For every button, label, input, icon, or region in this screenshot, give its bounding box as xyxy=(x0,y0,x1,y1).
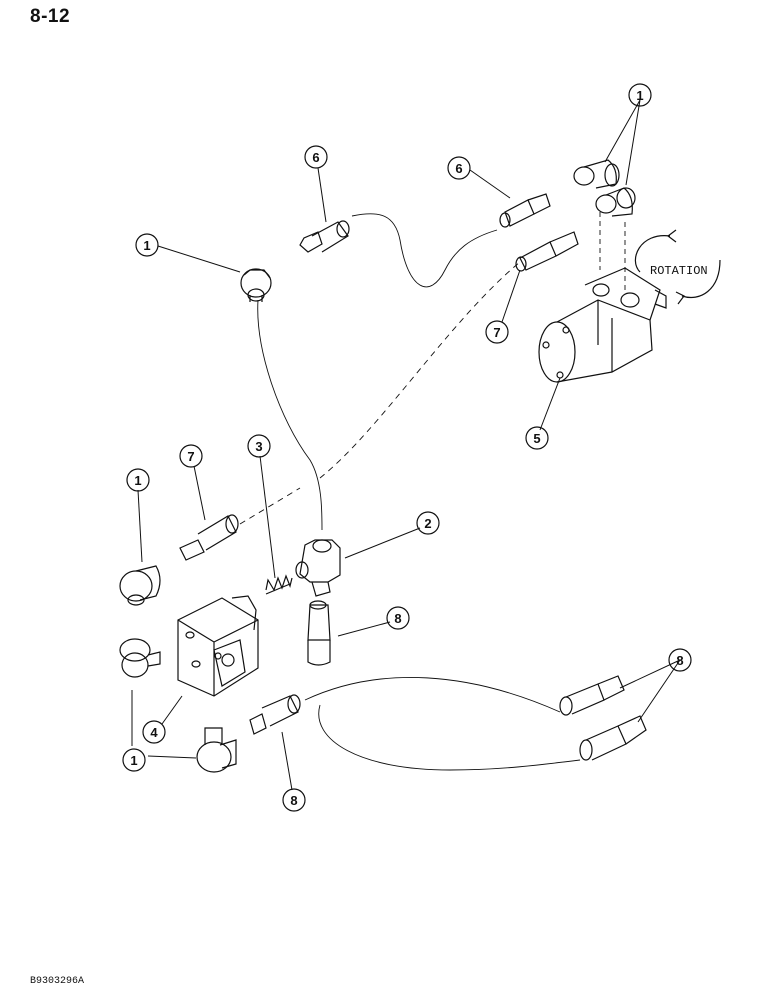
hose-lines xyxy=(239,212,626,771)
svg-text:1: 1 xyxy=(143,238,150,253)
callout-6-b: 6 xyxy=(447,156,471,180)
guide-line-7 xyxy=(239,261,521,525)
callout-1-a: 1 xyxy=(628,83,652,107)
svg-text:8: 8 xyxy=(394,611,401,626)
elbow-fitting-left-low xyxy=(119,638,161,678)
rotation-indicator: ROTATION xyxy=(634,229,721,305)
hose-upper xyxy=(351,213,498,288)
callout-1-d: 1 xyxy=(122,748,146,772)
svg-text:1: 1 xyxy=(134,473,141,488)
hose-fitting-8-center xyxy=(249,694,301,735)
rotation-label: ROTATION xyxy=(650,264,708,278)
svg-text:7: 7 xyxy=(187,449,194,464)
callout-5: 5 xyxy=(525,426,549,450)
svg-text:8: 8 xyxy=(676,653,683,668)
spring-part xyxy=(265,574,293,595)
svg-text:5: 5 xyxy=(533,431,540,446)
callout-7-b: 7 xyxy=(179,444,203,468)
page-number: 8-12 xyxy=(30,6,71,27)
guide-motor-ports xyxy=(599,212,626,292)
callout-7-a: 7 xyxy=(485,320,509,344)
svg-text:8: 8 xyxy=(290,793,297,808)
hydraulic-motor xyxy=(538,267,667,383)
elbow-fitting-left-mid xyxy=(119,565,161,606)
svg-text:2: 2 xyxy=(424,516,431,531)
hose-fitting-8-right-a xyxy=(559,675,625,716)
svg-text:4: 4 xyxy=(150,725,158,740)
hose-lower xyxy=(304,677,581,771)
hose-fitting-8-right-b xyxy=(579,715,647,761)
svg-text:6: 6 xyxy=(455,161,462,176)
callout-4: 4 xyxy=(142,720,166,744)
valve-block xyxy=(177,595,259,697)
callout-8-c: 8 xyxy=(282,788,306,812)
hose-left-vertical xyxy=(257,299,323,531)
callout-8-a: 8 xyxy=(386,606,410,630)
callout-8-b: 8 xyxy=(668,648,692,672)
elbow-fitting-top-left xyxy=(240,268,272,302)
svg-text:1: 1 xyxy=(130,753,137,768)
callout-6-a: 6 xyxy=(304,145,328,169)
callout-bubbles: 1 6 6 1 7 5 7 3 1 2 8 8 4 1 8 xyxy=(122,83,692,812)
hose-fitting-6-left xyxy=(299,220,350,253)
svg-text:3: 3 xyxy=(255,439,262,454)
figure-code: B9303296A xyxy=(30,976,85,987)
elbow-fitting-bottom xyxy=(196,727,237,773)
svg-text:1: 1 xyxy=(636,88,643,103)
elbow-fitting-top-right-a xyxy=(573,159,620,189)
callout-1-c: 1 xyxy=(126,468,150,492)
elbow-fitting-top-right-b xyxy=(595,187,636,217)
svg-text:6: 6 xyxy=(312,150,319,165)
hose-fitting-7-right xyxy=(515,231,579,272)
hose-fitting-7-left xyxy=(179,514,239,561)
svg-text:7: 7 xyxy=(493,325,500,340)
tee-fitting xyxy=(295,539,341,597)
callout-2: 2 xyxy=(416,511,440,535)
callout-leaders xyxy=(131,99,681,791)
hose-fitting-6-right xyxy=(499,193,551,228)
hose-fitting-8-vertical xyxy=(307,600,331,666)
callout-3: 3 xyxy=(247,434,271,458)
callout-1-b: 1 xyxy=(135,233,159,257)
